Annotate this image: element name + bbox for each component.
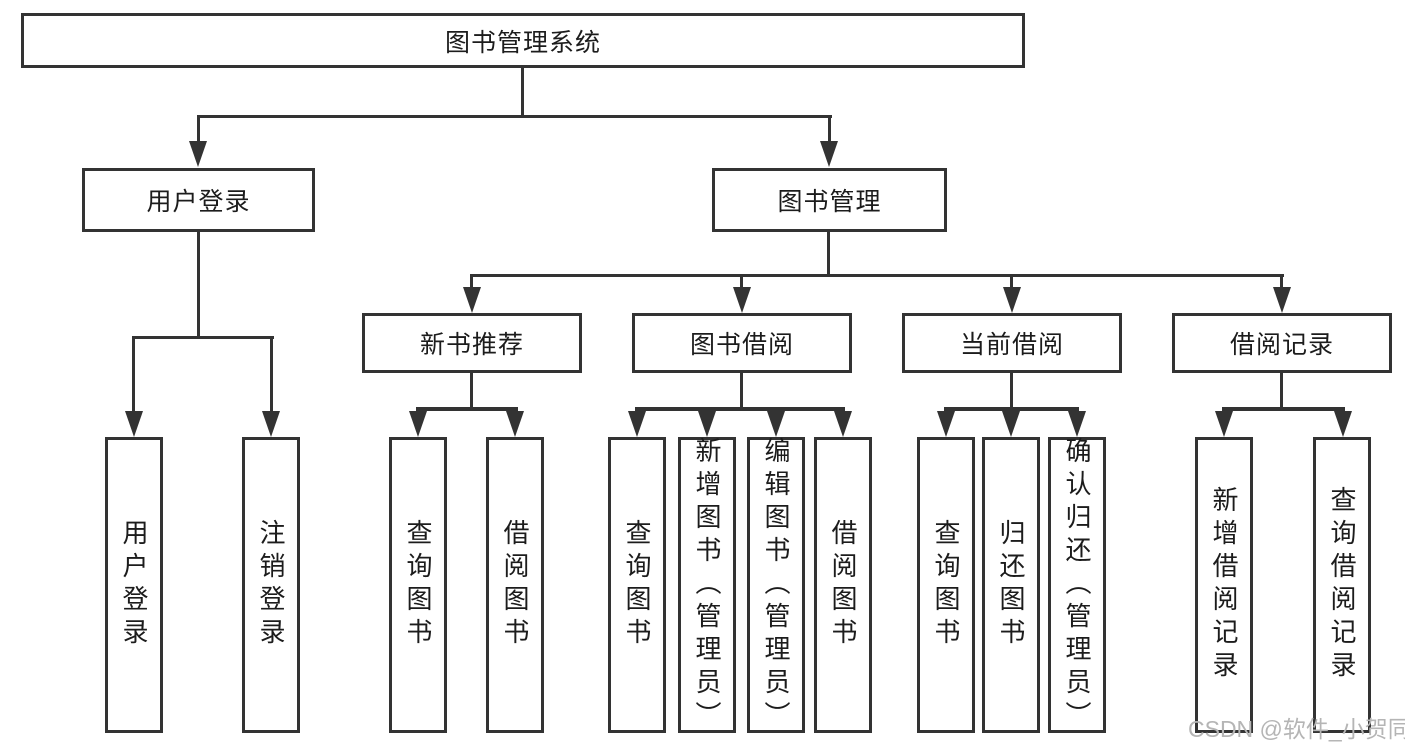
arrow-down-icon (1273, 287, 1291, 313)
leaf-nb-query-books: 查询图书 (389, 437, 447, 733)
leaf-bb-borrow-books-label: 借阅图书 (828, 519, 858, 651)
leaf-bb-borrow-books: 借阅图书 (814, 437, 872, 733)
arrow-down-icon (1002, 411, 1020, 437)
arrow-down-icon (628, 411, 646, 437)
node-root: 图书管理系统 (21, 13, 1025, 68)
leaf-cb-query-books-label: 查询图书 (931, 519, 961, 651)
leaf-bb-query-books-label: 查询图书 (622, 519, 652, 651)
leaf-cb-return-books: 归还图书 (982, 437, 1040, 733)
arrow-down-icon (506, 411, 524, 437)
leaf-bb-query-books: 查询图书 (608, 437, 666, 733)
connector-line (132, 336, 135, 413)
node-user-login-label: 用户登录 (146, 188, 251, 216)
connector-line (1280, 371, 1283, 409)
connector-line (470, 371, 473, 409)
arrow-down-icon (1215, 411, 1233, 437)
connector-line (470, 274, 1284, 277)
leaf-nb-query-books-label: 查询图书 (403, 519, 433, 651)
node-new-book-recommend-label: 新书推荐 (419, 331, 524, 359)
connector-line (521, 66, 524, 118)
leaf-logout-action: 注销登录 (242, 437, 300, 733)
arrow-down-icon (937, 411, 955, 437)
leaf-br-add-record: 新增借阅记录 (1195, 437, 1253, 733)
connector-line (270, 336, 273, 413)
node-new-book-recommend: 新书推荐 (362, 313, 582, 373)
connector-line (635, 407, 845, 411)
connector-line (197, 115, 200, 143)
arrow-down-icon (262, 411, 280, 437)
node-user-login: 用户登录 (82, 168, 315, 232)
arrow-down-icon (1334, 411, 1352, 437)
arrow-down-icon (1068, 411, 1086, 437)
connector-line (197, 230, 200, 338)
connector-line (1010, 274, 1013, 289)
leaf-br-query-record-label: 查询借阅记录 (1327, 486, 1357, 684)
leaf-cb-confirm-return: 确认归还（管理员） (1048, 436, 1106, 734)
connector-line (1222, 407, 1345, 411)
node-current-borrow: 当前借阅 (902, 313, 1122, 373)
arrow-down-icon (733, 287, 751, 313)
arrow-down-icon (463, 287, 481, 313)
node-borrow-records: 借阅记录 (1172, 313, 1392, 373)
leaf-logout-action-label: 注销登录 (256, 519, 286, 651)
leaf-cb-confirm-return-label: 确认归还（管理员） (1062, 436, 1092, 734)
node-book-management: 图书管理 (712, 168, 947, 232)
leaf-user-login-action: 用户登录 (105, 437, 163, 733)
leaf-br-query-record: 查询借阅记录 (1313, 437, 1371, 733)
leaf-bb-add-books-label: 新增图书（管理员） (692, 436, 722, 734)
connector-line (740, 274, 743, 289)
connector-line (827, 230, 830, 276)
arrow-down-icon (1003, 287, 1021, 313)
leaf-bb-edit-books-label: 编辑图书（管理员） (761, 436, 791, 734)
leaf-bb-add-books: 新增图书（管理员） (678, 436, 736, 734)
connector-line (1010, 371, 1013, 409)
connector-line (740, 371, 743, 409)
csdn-watermark: CSDN @软件_小贺同学 (1188, 716, 1405, 742)
node-current-borrow-label: 当前借阅 (959, 331, 1064, 359)
leaf-user-login-action-label: 用户登录 (119, 519, 149, 651)
arrow-down-icon (698, 411, 716, 437)
node-book-borrow: 图书借阅 (632, 313, 852, 373)
connector-line (470, 274, 473, 289)
leaf-bb-edit-books: 编辑图书（管理员） (747, 436, 805, 734)
arrow-down-icon (834, 411, 852, 437)
connector-line (416, 407, 518, 411)
node-book-management-label: 图书管理 (777, 188, 882, 216)
connector-line (197, 115, 832, 118)
connector-line (133, 336, 274, 339)
leaf-br-add-record-label: 新增借阅记录 (1209, 486, 1239, 684)
arrow-down-icon (189, 141, 207, 167)
leaf-nb-borrow-books: 借阅图书 (486, 437, 544, 733)
arrow-down-icon (409, 411, 427, 437)
node-root-label: 图书管理系统 (444, 28, 601, 57)
connector-line (944, 407, 1079, 411)
leaf-cb-query-books: 查询图书 (917, 437, 975, 733)
node-book-borrow-label: 图书借阅 (689, 331, 794, 359)
arrow-down-icon (767, 411, 785, 437)
connector-line (828, 115, 831, 143)
leaf-cb-return-books-label: 归还图书 (996, 519, 1026, 651)
arrow-down-icon (820, 141, 838, 167)
arrow-down-icon (125, 411, 143, 437)
leaf-nb-borrow-books-label: 借阅图书 (500, 519, 530, 651)
connector-line (1280, 274, 1283, 289)
node-borrow-records-label: 借阅记录 (1229, 331, 1334, 359)
